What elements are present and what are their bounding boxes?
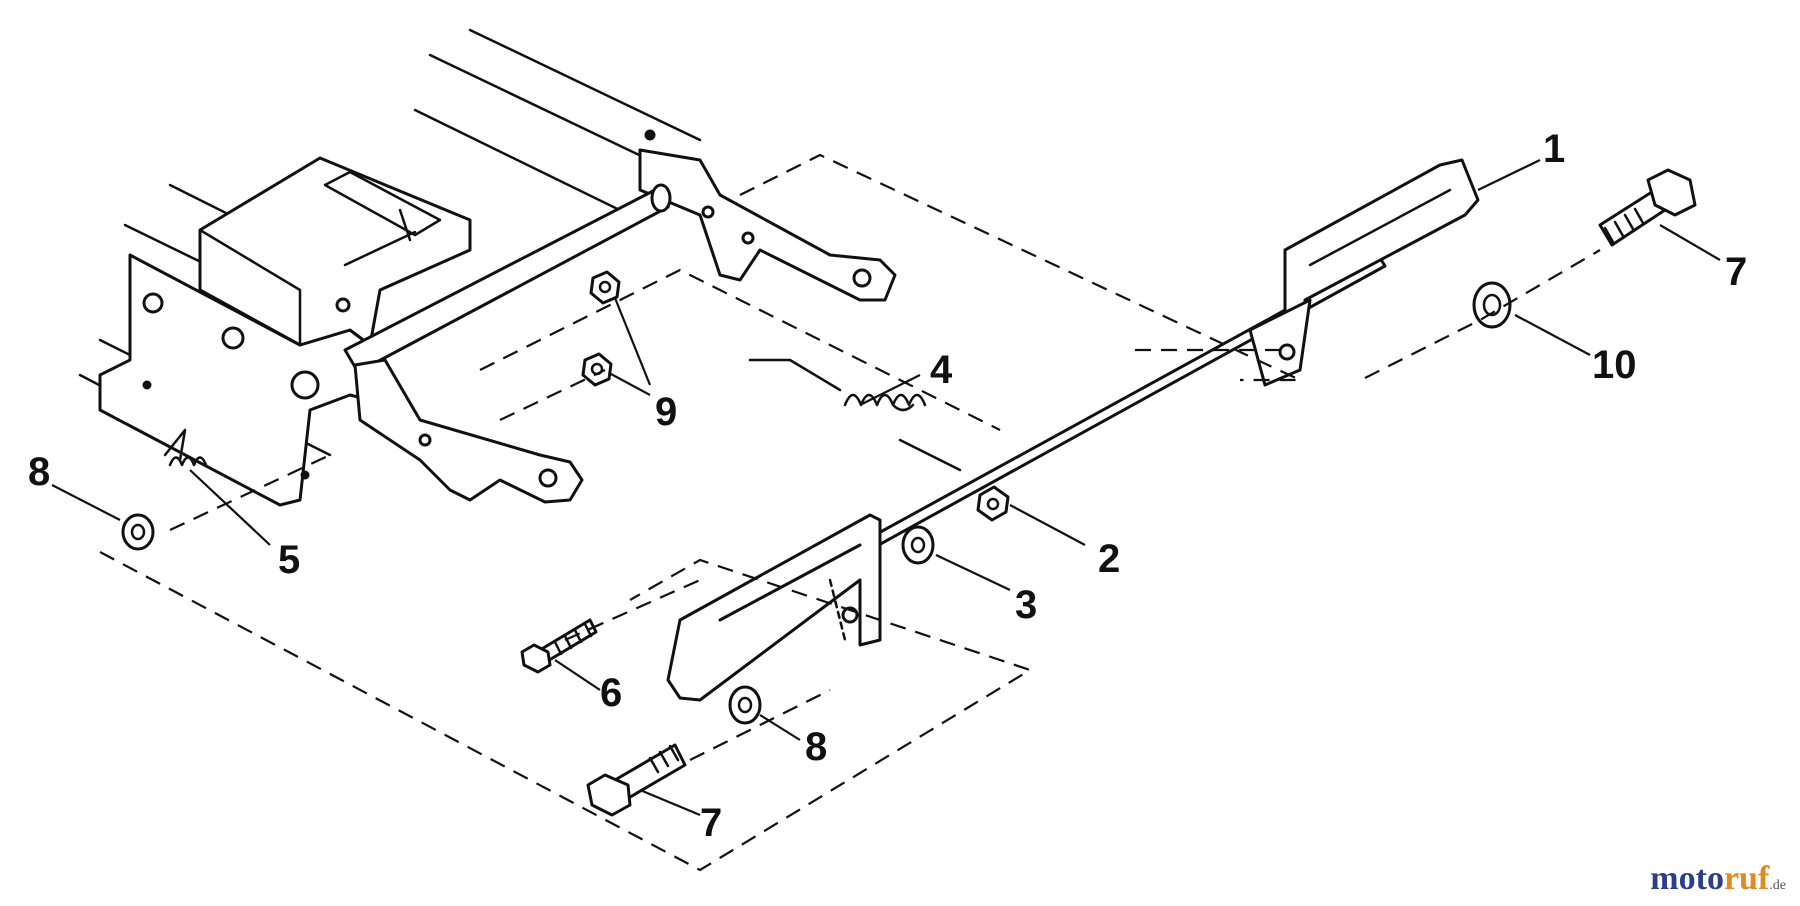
watermark-part1: moto <box>1650 860 1724 897</box>
callout-labels: 1 2 3 4 5 6 7 7 8 8 9 10 <box>28 127 1747 845</box>
callout-8-lower: 8 <box>805 725 827 769</box>
callout-10: 10 <box>1592 343 1637 387</box>
callout-7-lower: 7 <box>700 801 722 845</box>
callout-7-upper: 7 <box>1725 250 1747 294</box>
callout-3: 3 <box>1015 583 1037 627</box>
watermark-part2: ruf <box>1723 860 1770 897</box>
lower-bracket <box>666 513 882 702</box>
front-lift-arm <box>353 358 584 504</box>
callout-5: 5 <box>278 538 300 582</box>
callout-2: 2 <box>1098 537 1120 581</box>
watermark-logo: motoruf.de <box>1650 860 1786 898</box>
washers <box>121 281 1512 725</box>
callout-4: 4 <box>930 348 953 392</box>
spring-small <box>163 428 208 467</box>
spring <box>748 358 962 472</box>
callout-6: 6 <box>600 671 622 715</box>
hex-nuts <box>581 270 1010 522</box>
bolts <box>520 168 1697 817</box>
rear-lift-arm <box>638 148 897 302</box>
assembly-dashed-lines <box>99 153 1601 872</box>
watermark-tld: .de <box>1769 878 1786 893</box>
callout-9: 9 <box>655 390 677 434</box>
callout-8-left: 8 <box>28 450 50 494</box>
callout-1: 1 <box>1543 127 1565 171</box>
leader-lines <box>51 159 1721 817</box>
